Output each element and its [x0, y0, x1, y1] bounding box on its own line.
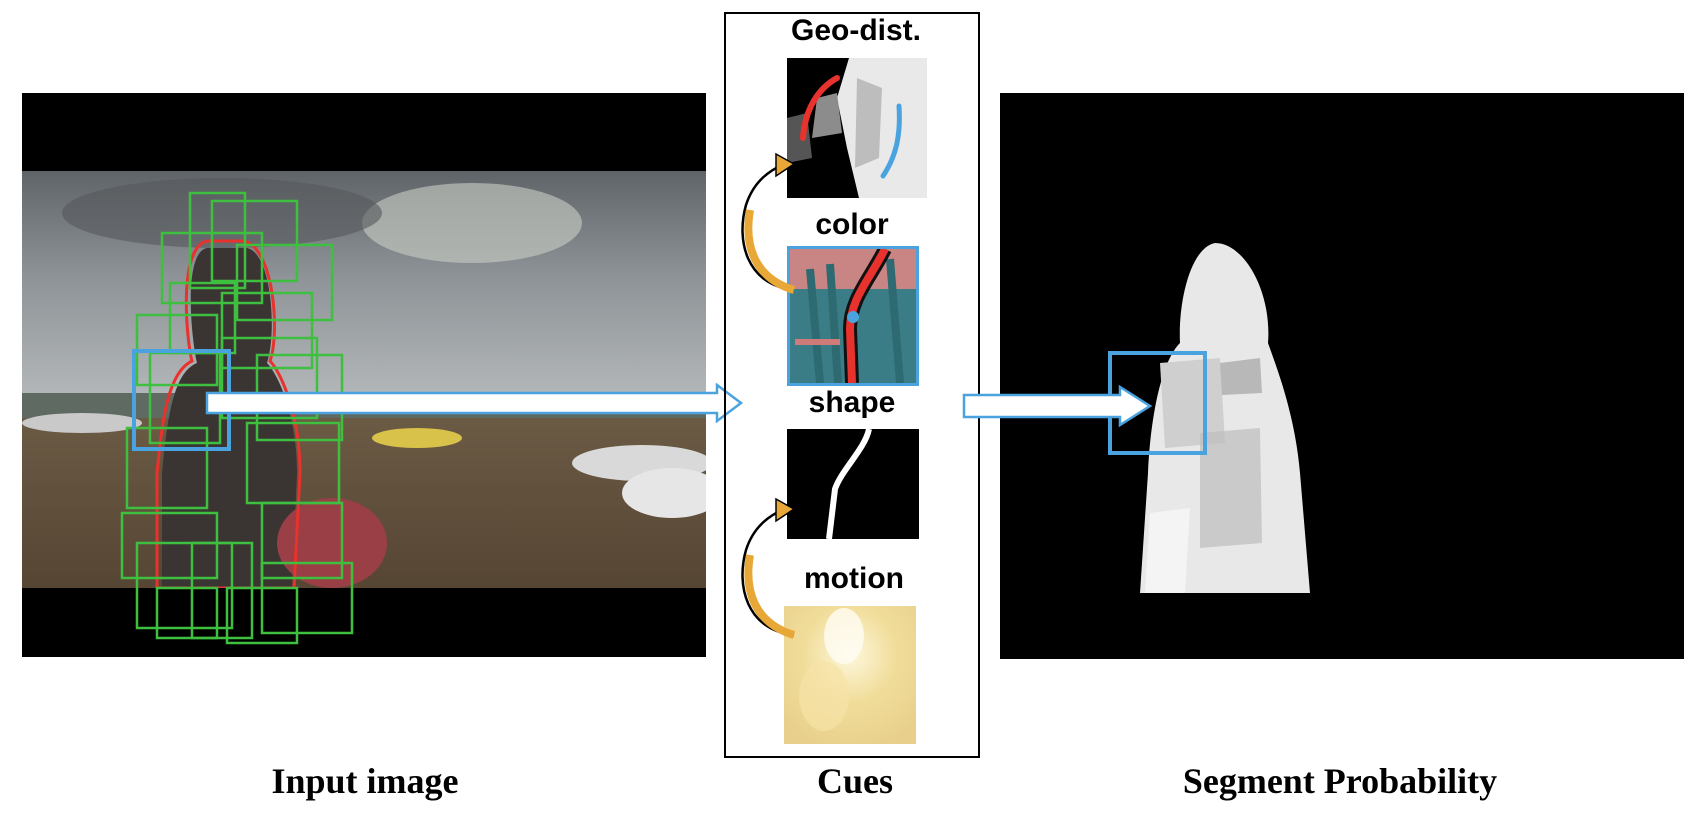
curved-arrow-motion-to-shape — [741, 497, 796, 639]
caption-cues: Cues — [816, 761, 894, 801]
cues-panel — [724, 12, 980, 758]
curved-arrow-color-to-geo — [741, 152, 796, 294]
cue-label-geo-dist: Geo-dist. — [790, 14, 922, 47]
color-thumbnail — [787, 246, 919, 386]
cue-label-color: color — [815, 208, 889, 241]
caption-segment-probability: Segment Probability — [1182, 761, 1498, 801]
caption-input-image: Input image — [271, 761, 459, 801]
cue-label-motion: motion — [804, 562, 904, 595]
motion-thumbnail — [784, 606, 916, 744]
segment-probability-image — [1000, 93, 1684, 659]
arrow-to-output — [962, 385, 1153, 427]
input-image — [22, 93, 706, 657]
geo-dist-thumbnail — [787, 58, 927, 198]
arrow-to-cues — [205, 383, 744, 423]
cue-label-shape: shape — [808, 386, 896, 419]
shape-thumbnail — [787, 429, 919, 539]
